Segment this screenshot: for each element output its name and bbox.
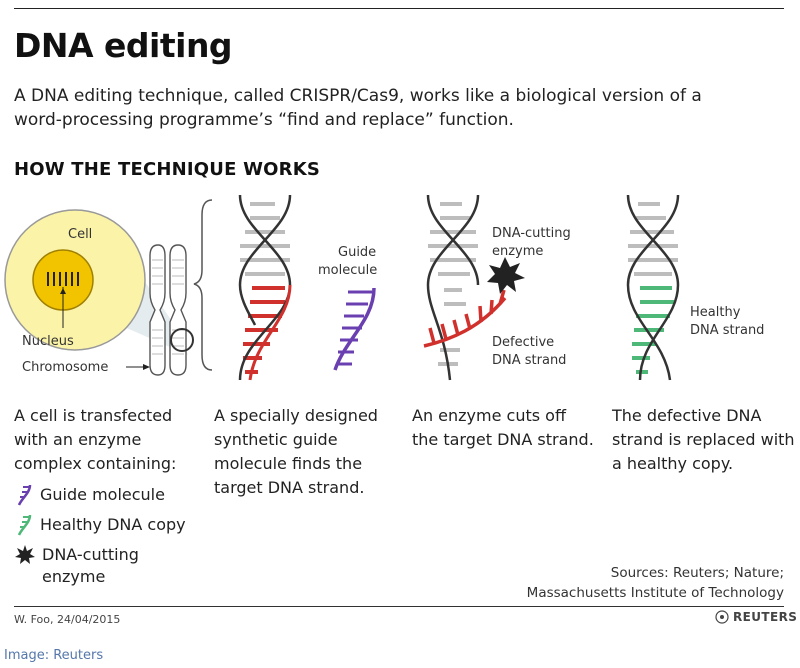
legend-item-healthy: Healthy DNA copy bbox=[14, 510, 204, 540]
sources-line-1: Sources: Reuters; Nature; bbox=[610, 565, 784, 581]
nucleus-label: Nucleus bbox=[22, 334, 74, 349]
page-subtitle: A DNA editing technique, called CRISPR/C… bbox=[14, 86, 702, 130]
page-title: DNA editing bbox=[14, 26, 233, 65]
bracket bbox=[193, 199, 213, 371]
helix-target: Guide molecule bbox=[238, 194, 377, 381]
healthy-label-line2: DNA strand bbox=[690, 323, 764, 338]
cell-label: Cell bbox=[68, 227, 92, 242]
cell-illustration: Cell Nucleus Chromosome bbox=[4, 199, 213, 376]
reuters-dots-icon bbox=[715, 610, 729, 624]
legend-item-enzyme: DNA-cutting enzyme bbox=[14, 544, 204, 588]
guide-molecule-icon bbox=[333, 287, 376, 371]
crispr-diagram: Cell Nucleus Chromosome bbox=[4, 194, 764, 381]
section-heading: HOW THE TECHNIQUE WORKS bbox=[14, 159, 321, 180]
enzyme-star-icon bbox=[487, 257, 525, 294]
helix-repaired: Healthy DNA strand bbox=[626, 194, 764, 381]
sources: Sources: Reuters; Nature; Massachusetts … bbox=[527, 563, 784, 603]
reuters-logo-text: REUTERS bbox=[733, 610, 798, 624]
legend-label-guide: Guide molecule bbox=[40, 485, 165, 504]
enzyme-label-line1: DNA-cutting bbox=[492, 226, 571, 241]
step-1-text: A cell is transfected with an enzyme com… bbox=[14, 406, 177, 473]
legend-item-guide: Guide molecule bbox=[14, 480, 204, 510]
healthy-dna-icon bbox=[17, 514, 32, 536]
zoom-circle bbox=[170, 328, 194, 352]
guide-molecule-icon bbox=[17, 484, 32, 506]
chromosome-label: Chromosome bbox=[22, 360, 108, 375]
defective-label-line1: Defective bbox=[492, 335, 554, 350]
guide-label-line1: Guide bbox=[338, 245, 376, 260]
legend: Guide molecule Healthy DNA copy DNA-cutt… bbox=[14, 480, 204, 588]
healthy-label-line1: Healthy bbox=[690, 305, 741, 320]
enzyme-label-line2: enzyme bbox=[492, 244, 543, 259]
guide-label-line2: molecule bbox=[318, 263, 377, 278]
chromosomes-in-nucleus-icon bbox=[47, 272, 79, 286]
top-rule bbox=[14, 8, 784, 9]
step-4-text: The defective DNA strand is replaced wit… bbox=[612, 406, 795, 473]
reuters-logo: REUTERS bbox=[715, 610, 797, 624]
enzyme-star-icon bbox=[15, 545, 35, 564]
author-credit: W. Foo, 24/04/2015 bbox=[14, 613, 121, 626]
helix-cut: DNA-cutting enzyme Defective DNA strand bbox=[423, 194, 571, 381]
defective-label-line2: DNA strand bbox=[492, 353, 566, 368]
chromosome-icon bbox=[149, 244, 187, 376]
step-3-text: An enzyme cuts off the target DNA strand… bbox=[412, 406, 594, 449]
image-credit: Image: Reuters bbox=[4, 648, 104, 663]
sources-line-2: Massachusetts Institute of Technology bbox=[526, 585, 784, 601]
legend-label-healthy: Healthy DNA copy bbox=[40, 515, 186, 534]
step-2-text: A specially designed synthetic guide mol… bbox=[214, 406, 378, 497]
bottom-rule bbox=[14, 606, 784, 607]
legend-label-enzyme: DNA-cutting enzyme bbox=[42, 545, 139, 586]
